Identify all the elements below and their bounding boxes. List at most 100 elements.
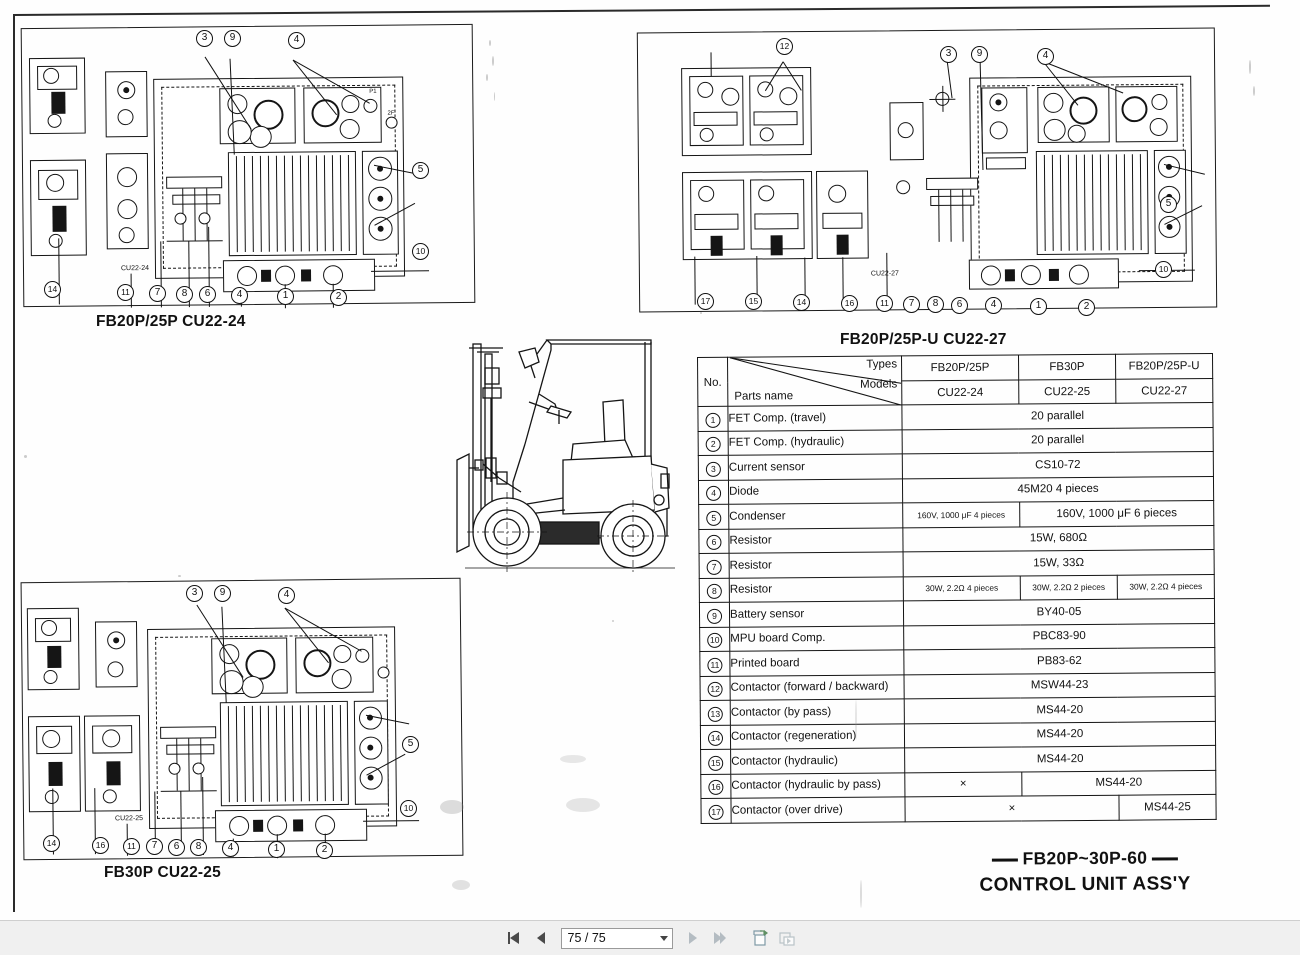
row-part-name: Current sensor	[728, 453, 903, 480]
row-part-name: Contactor (by pass)	[730, 698, 905, 725]
callout-11-d3: 11	[123, 838, 140, 855]
row-number: 17	[700, 798, 732, 823]
row-value-col-3: 30W, 2.2Ω 4 pieces	[1117, 573, 1215, 600]
previous-page-icon	[536, 932, 545, 944]
row-value-col-1: 30W, 2.2Ω 4 pieces	[903, 575, 1021, 601]
header-model-col-3: CU22-27	[1115, 378, 1213, 404]
row-value-all: MS44-20	[904, 745, 1216, 773]
callout-8-d2: 8	[927, 296, 944, 313]
sheet-edge-left	[13, 14, 15, 912]
row-value-col-2: 30W, 2.2Ω 2 pieces	[1020, 574, 1118, 600]
callout-9-d3: 9	[214, 585, 231, 602]
callout-7: 7	[149, 285, 166, 302]
header-no-label: No.	[703, 376, 722, 389]
callout-14-d2: 14	[793, 294, 810, 311]
row-number: 15	[700, 749, 731, 774]
last-page-button[interactable]	[710, 928, 730, 948]
header-type-col-1: FB20P/25P	[901, 354, 1019, 381]
header-models-label: Models	[860, 378, 898, 391]
callout-5-d3: 5	[402, 736, 419, 753]
row-number: 10	[699, 626, 730, 652]
callout-4-bottom-d2: 4	[985, 297, 1002, 314]
sheet-edge-top	[13, 4, 1270, 16]
diagram-caption-cu22-24: FB20P/25P CU22-24	[96, 313, 246, 330]
diagram-caption-cu22-27: FB20P/25P-U CU22-27	[840, 331, 1007, 348]
header-type-col-2: FB30P	[1018, 354, 1116, 380]
callout-9: 9	[224, 30, 241, 47]
callout-5-d2: 5	[1160, 196, 1177, 213]
row-part-name: Contactor (regeneration)	[730, 723, 905, 750]
previous-view-icon	[752, 930, 768, 946]
callout-14-d3: 14	[43, 835, 60, 852]
row-value-all: MS44-20	[904, 720, 1216, 748]
callout-5: 5	[412, 162, 429, 179]
header-model-col-1: CU22-24	[901, 379, 1019, 405]
callout-3: 3	[196, 30, 213, 47]
row-value-col-1: ×	[904, 771, 1022, 797]
table-row: 17 Contactor (over drive) × MS44-25	[700, 794, 1217, 823]
callout-2: 2	[330, 289, 347, 306]
row-part-name: Contactor (forward / backward)	[730, 674, 905, 701]
pdf-navigation-toolbar: 75 / 75	[0, 920, 1300, 955]
forklift-illustration	[455, 332, 680, 587]
next-view-button[interactable]	[777, 928, 797, 948]
callout-4-top-d3: 4	[278, 587, 295, 604]
row-part-name: Condenser	[728, 502, 903, 529]
row-part-name: MPU board Comp.	[729, 625, 904, 652]
row-number: 9	[699, 602, 730, 627]
row-value-all: PBC83-90	[903, 622, 1215, 650]
chevron-down-icon[interactable]	[659, 935, 668, 941]
row-value-all: 15W, 680Ω	[902, 524, 1215, 552]
diagram-inner-label-cu22-27: CU22-27	[870, 270, 899, 278]
title-assembly-name: CONTROL UNIT ASS'Y	[979, 873, 1191, 896]
parts-specification-table: No. Types Models Parts name FB20P/25P FB…	[697, 353, 1217, 824]
callout-16: 16	[841, 295, 858, 312]
row-value-all: 20 parallel	[902, 426, 1214, 454]
row-number: 11	[699, 651, 731, 676]
header-corner-cell: No.	[697, 357, 728, 407]
callout-11-d2: 11	[876, 295, 893, 312]
page-number-input[interactable]: 75 / 75	[560, 927, 673, 949]
page-number-value: 75 / 75	[567, 931, 606, 945]
row-value-col-23: 160V, 1000 μF 6 pieces	[1019, 500, 1214, 527]
row-number: 16	[700, 773, 731, 799]
row-part-name: FET Comp. (travel)	[727, 404, 903, 431]
row-value-all: 20 parallel	[901, 402, 1214, 430]
header-type-col-3: FB20P/25P-U	[1115, 353, 1213, 380]
row-value-col-3: MS44-25	[1118, 794, 1217, 820]
next-page-icon	[688, 932, 697, 944]
diagram-caption-cu22-25: FB30P CU22-25	[104, 864, 221, 881]
row-number: 8	[699, 577, 730, 603]
callout-8: 8	[176, 286, 193, 303]
drawing-title-block: FB20P~30P-60 CONTROL UNIT ASS'Y	[955, 847, 1215, 897]
callout-6: 6	[199, 286, 216, 303]
title-rule-left	[991, 858, 1018, 862]
previous-page-button[interactable]	[531, 928, 551, 948]
row-number: 1	[697, 406, 729, 431]
first-page-button[interactable]	[504, 928, 524, 948]
diagram-cu22-24: P1 2F	[21, 24, 476, 309]
row-value-all: MSW44-23	[903, 671, 1216, 699]
callout-1: 1	[277, 288, 294, 305]
callout-10-d2: 10	[1155, 261, 1172, 278]
row-number: 5	[698, 504, 729, 529]
title-model-range: FB20P~30P-60	[955, 847, 1215, 870]
row-number: 7	[699, 553, 730, 578]
row-part-name: Contactor (over drive)	[730, 796, 906, 823]
callout-7-d3: 7	[146, 838, 163, 855]
header-types-label: Types	[866, 358, 898, 371]
diagonal-divider-icon	[729, 357, 902, 406]
row-number: 6	[698, 528, 730, 554]
diagram-cu22-25: CU22-25	[21, 578, 464, 861]
row-value-all: CS10-72	[902, 451, 1214, 479]
callout-14: 14	[44, 281, 61, 298]
next-view-icon	[778, 932, 795, 946]
row-value-all: 15W, 33Ω	[903, 549, 1215, 577]
row-number: 14	[700, 724, 731, 750]
row-value-all: 45M20 4 pieces	[902, 475, 1214, 503]
callout-1-d2: 1	[1030, 298, 1047, 315]
previous-view-button[interactable]	[750, 928, 770, 948]
row-number: 13	[700, 700, 731, 725]
title-model-text: FB20P~30P-60	[1022, 847, 1148, 869]
next-page-button[interactable]	[683, 928, 703, 948]
